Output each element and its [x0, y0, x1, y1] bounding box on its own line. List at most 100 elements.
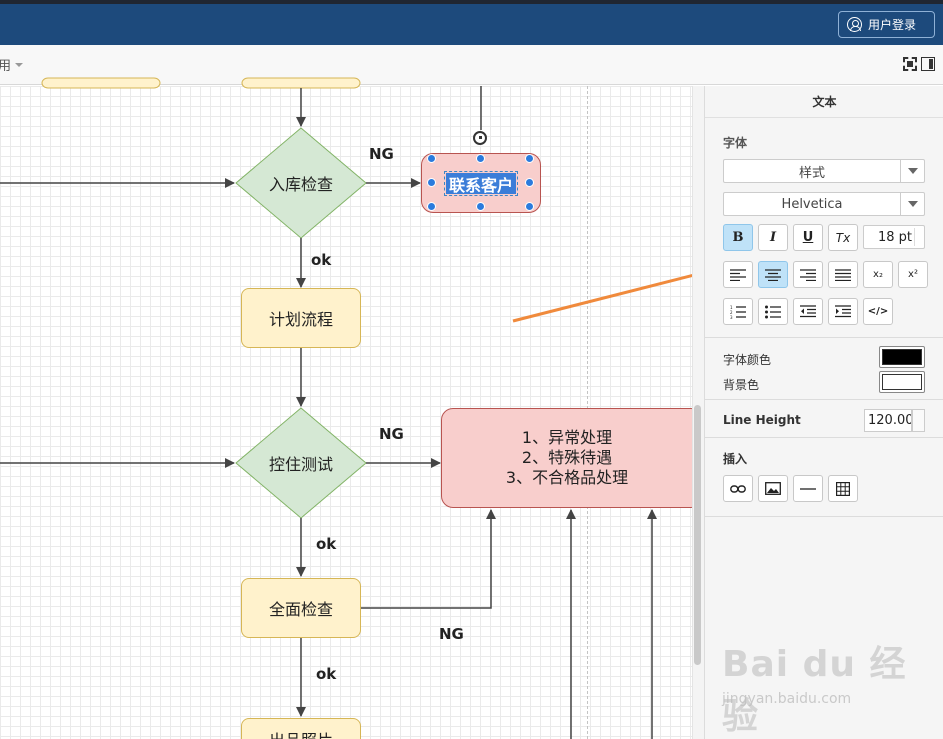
node-exception-handling[interactable]: 1、异常处理 2、特殊待遇 3、不合格品处理: [441, 408, 703, 508]
clear-format-button[interactable]: Tx: [828, 224, 858, 251]
divider: [705, 516, 943, 517]
node-plan-process[interactable]: 计划流程: [241, 288, 361, 348]
font-color-swatch[interactable]: [879, 346, 925, 368]
text-selection[interactable]: 联系客户: [444, 171, 518, 196]
node-shipping-photo[interactable]: 出品照片: [241, 718, 361, 739]
partial-node-top-center: [241, 77, 361, 89]
horizontal-rule-icon: [800, 487, 816, 490]
align-left-icon: [730, 268, 746, 281]
node-full-inspection[interactable]: 全面检查: [241, 578, 361, 638]
bullet-list-button[interactable]: [758, 298, 788, 325]
resize-handle[interactable]: [427, 178, 436, 187]
diamond-control-test-label[interactable]: 控住测试: [268, 455, 333, 474]
justify-icon: [835, 268, 851, 281]
table-icon: [836, 481, 850, 496]
user-login-button[interactable]: 用户登录: [838, 11, 935, 38]
font-color-value: [882, 349, 922, 365]
font-color-label: 字体颜色: [723, 353, 772, 367]
toolbar-menu-label: 用: [0, 59, 12, 74]
image-icon: [765, 482, 781, 495]
divider: [705, 437, 943, 438]
style-select[interactable]: 样式: [723, 159, 925, 183]
fullscreen-icon[interactable]: [903, 57, 917, 71]
partial-node-top-left: [41, 77, 161, 89]
chevron-down-icon: [900, 160, 924, 182]
insert-image-button[interactable]: [758, 475, 788, 502]
resize-handle[interactable]: [476, 154, 485, 163]
toolbar-menu-partial[interactable]: 用: [0, 55, 24, 74]
diamond-inbound-check-label[interactable]: 入库检查: [268, 175, 333, 194]
indent-icon: [835, 305, 851, 318]
edge-label-ng: NG: [369, 145, 394, 163]
insert-hr-button[interactable]: [793, 475, 823, 502]
annotation-arrow: [512, 268, 704, 323]
node-contact-customer-label[interactable]: 联系客户: [446, 173, 516, 195]
insert-table-button[interactable]: [828, 475, 858, 502]
edge-label-ng: NG: [379, 425, 404, 443]
watermark-url: jingyan.baidu.com: [722, 691, 852, 707]
canvas-scrollbar-thumb[interactable]: [694, 405, 701, 665]
line-height-stepper[interactable]: [912, 409, 925, 432]
align-right-button[interactable]: [793, 261, 823, 288]
watermark-brand: Bai du 经验: [722, 644, 907, 737]
outdent-button[interactable]: [793, 298, 823, 325]
align-left-button[interactable]: [723, 261, 753, 288]
baidu-watermark: Bai du 经验 jingyan.baidu.com: [722, 635, 943, 739]
justify-button[interactable]: [828, 261, 858, 288]
align-center-button[interactable]: [758, 261, 788, 288]
align-right-icon: [800, 268, 816, 281]
superscript-button[interactable]: x²: [898, 261, 928, 288]
link-icon: [730, 484, 746, 493]
resize-handle[interactable]: [476, 202, 485, 211]
edge-label-ok: ok: [311, 251, 332, 269]
underline-button[interactable]: U: [793, 224, 823, 251]
divider: [705, 399, 943, 400]
rotate-handle-icon[interactable]: [473, 131, 487, 145]
background-color-label: 背景色: [723, 378, 760, 392]
resize-handle[interactable]: [525, 178, 534, 187]
user-login-label: 用户登录: [868, 18, 917, 32]
subscript-button[interactable]: x₂: [863, 261, 893, 288]
bullet-list-icon: [765, 305, 781, 318]
top-bar: 用户登录: [0, 4, 943, 45]
chevron-down-icon: [15, 62, 24, 67]
resize-handle[interactable]: [525, 202, 534, 211]
chevron-down-icon: [900, 193, 924, 215]
format-panel: 文本 字体 样式 Helvetica B I U Tx 18 pt x₂ x²: [704, 86, 943, 739]
italic-button[interactable]: I: [758, 224, 788, 251]
svg-text:1: 1: [730, 305, 733, 310]
line-height-input[interactable]: 120.0000: [864, 409, 912, 432]
exception-line-3: 3、不合格品处理: [505, 468, 629, 487]
bold-button[interactable]: B: [723, 224, 753, 251]
tab-text[interactable]: 文本: [705, 86, 943, 118]
font-family-select[interactable]: Helvetica: [723, 192, 925, 216]
user-icon: [847, 17, 862, 32]
edge: [361, 509, 496, 609]
svg-text:2: 2: [730, 310, 733, 315]
resize-handle[interactable]: [427, 202, 436, 211]
line-height-label: Line Height: [723, 413, 801, 427]
font-section-title: 字体: [723, 136, 748, 150]
align-center-icon: [765, 268, 781, 281]
edge-label-ok: ok: [316, 665, 337, 683]
html-button[interactable]: </>: [863, 298, 893, 325]
font-family-value: Helvetica: [781, 196, 843, 212]
style-select-value: 样式: [798, 165, 825, 181]
background-color-swatch[interactable]: [879, 371, 925, 393]
outdent-icon: [800, 305, 816, 318]
window-top-strip: [0, 0, 943, 4]
insert-link-button[interactable]: [723, 475, 753, 502]
background-color-value: [882, 374, 922, 390]
toggle-panel-icon[interactable]: [921, 57, 935, 71]
numbered-list-icon: 123: [730, 305, 746, 319]
resize-handle[interactable]: [427, 154, 436, 163]
font-size-input[interactable]: 18 pt: [863, 225, 925, 249]
resize-handle[interactable]: [525, 154, 534, 163]
svg-text:3: 3: [730, 315, 733, 319]
exception-line-2: 2、特殊待遇: [521, 448, 613, 467]
edge-label-ng: NG: [439, 625, 464, 643]
insert-section-title: 插入: [723, 452, 748, 466]
indent-button[interactable]: [828, 298, 858, 325]
